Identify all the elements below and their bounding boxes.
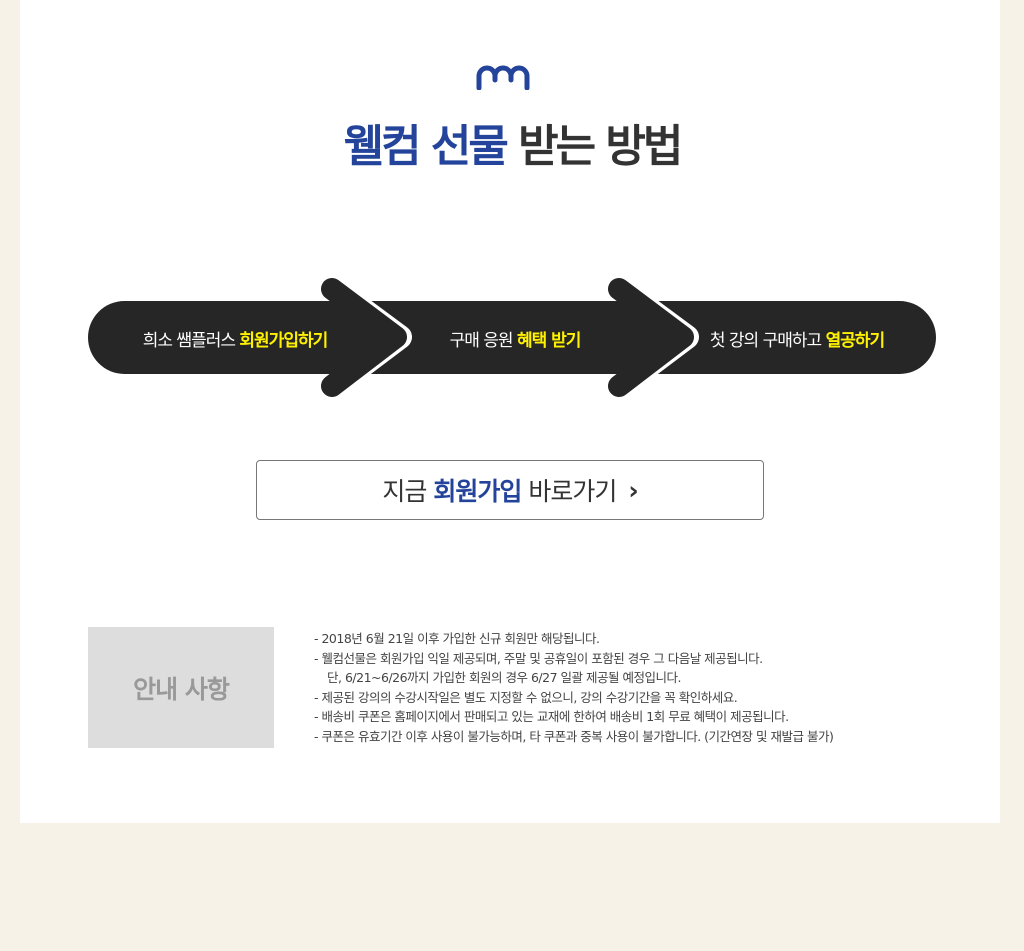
notice-list: - 2018년 6월 21일 이후 가입한 신규 회원만 해당됩니다. - 웰컴…: [314, 629, 834, 747]
title-highlight: 웰컴 선물: [343, 121, 509, 172]
step-3: 첫 강의 구매하고 열공하기: [709, 331, 885, 351]
list-item: - 2018년 6월 21일 이후 가입한 신규 회원만 해당됩니다.: [314, 631, 600, 646]
brand-logo-icon: [476, 65, 530, 90]
notice-label: 안내 사항: [88, 627, 274, 748]
title-rest: 받는 방법: [518, 121, 683, 172]
join-highlight: 회원가입: [433, 477, 522, 506]
list-item: - 배송비 쿠폰은 홈페이지에서 판매되고 있는 교재에 한하여 배송비 1회 …: [314, 709, 789, 725]
list-item: 단, 6/21~6/26까지 가입한 회원의 경우 6/27 일괄 제공될 예정…: [327, 670, 681, 686]
join-pre: 지금: [382, 477, 427, 506]
chevron-right-icon: ›: [628, 475, 638, 505]
step-1: 희소 쌤플러스 회원가입하기: [142, 331, 328, 351]
join-post: 바로가기: [528, 477, 617, 506]
step-2: 구매 응원 혜택 받기: [449, 331, 582, 351]
join-now-button[interactable]: 지금 회원가입 바로가기 ›: [256, 460, 764, 520]
steps-arrow-bar: [88, 277, 936, 398]
list-item: - 쿠폰은 유효기간 이후 사용이 불가능하며, 타 쿠폰과 중복 사용이 불가…: [314, 728, 834, 744]
list-item: - 웰컴선물은 회원가입 익일 제공되며, 주말 및 공휴일이 포함된 경우 그…: [314, 650, 763, 666]
list-item: - 제공된 강의의 수강시작일은 별도 지정할 수 없으니, 강의 수강기간을 …: [314, 689, 738, 705]
page-title: 웰컴 선물 받는 방법: [0, 110, 1024, 174]
